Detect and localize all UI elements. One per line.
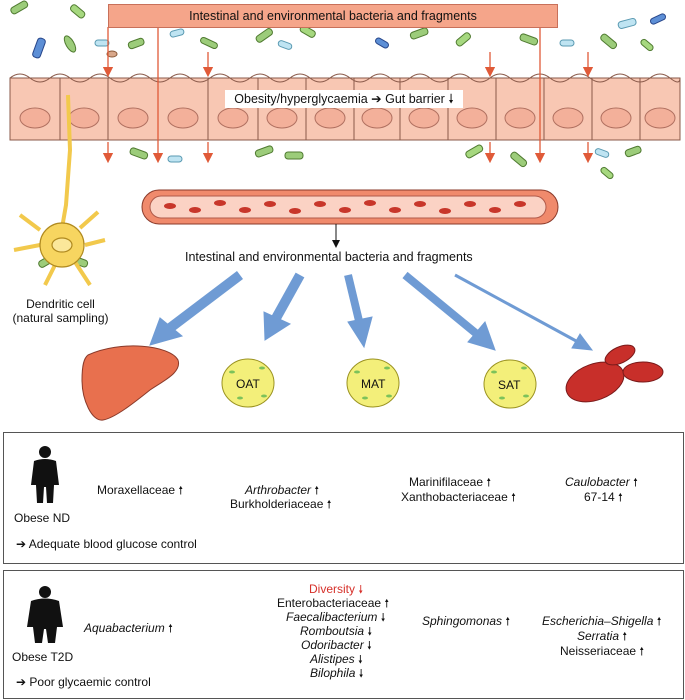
taxon-name: Romboutsia [300,624,365,638]
panel-obese-nd: Obese ND ➔ Adequate blood glucose contro… [3,432,684,564]
trend-arrow: 🠕 [384,598,390,610]
panel-obese-t2d: Obese T2D ➔ Poor glycaemic control Aquab… [3,570,684,699]
taxon-nd-1-1: Moraxellaceae 🠕 [97,483,183,498]
taxon-nd-2-2: Burkholderiaceae 🠕 [230,497,331,512]
taxon-name: Bilophila [310,666,356,680]
taxon-t2d-2-6: Bilophila 🠗 [310,666,363,681]
taxon-t2d-4-2: Serratia 🠕 [577,629,627,644]
trend-arrow: 🠕 [656,616,662,628]
taxon-t2d-1-1: Aquabacterium 🠕 [84,621,173,636]
bacteria-banner: Intestinal and environmental bacteria an… [108,4,558,28]
trend-arrow: 🠕 [314,485,320,497]
taxon-name: Marinifilaceae [409,475,484,489]
taxon-t2d-4-1: Escherichia–Shigella 🠕 [542,614,661,629]
trend-arrow: 🠗 [358,668,364,680]
taxon-name: Xanthobacteriaceae [401,490,508,504]
taxon-t2d-3-1: Sphingomonas 🠕 [422,614,510,629]
taxon-t2d-2-4: Odoribacter 🠗 [301,638,372,653]
trend-arrow: 🠕 [633,477,638,489]
trend-arrow: 🠗 [358,584,364,596]
taxon-name: 67-14 [584,490,615,504]
trend-arrow: 🠕 [178,485,184,497]
taxon-name: Burkholderiaceae [230,497,324,511]
taxon-t2d-2-2: Faecalibacterium 🠗 [286,610,385,625]
liver [81,345,180,421]
diversity-label: Diversity 🠗 [309,582,363,597]
trend-arrow: 🠕 [622,631,628,643]
taxon-name: Neisseriaceae [560,644,637,658]
taxon-name: Odoribacter [301,638,364,652]
taxon-nd-4-2: 67-14 🠕 [584,490,623,505]
trend-arrow: 🠗 [380,612,386,624]
trend-arrow: 🠗 [367,626,373,638]
trend-arrow: 🠕 [168,623,173,635]
taxon-t2d-2-3: Romboutsia 🠗 [300,624,372,639]
taxon-name: Enterobacteriaceae [277,596,382,610]
dendritic-label-2: (natural sampling) [12,311,109,325]
sat-label: SAT [498,378,521,392]
taxon-nd-3-2: Xanthobacteriaceae 🠕 [401,490,516,505]
taxon-nd-3-1: Marinifilaceae 🠕 [409,475,491,490]
taxon-t2d-4-3: Neisseriaceae 🠕 [560,644,644,659]
oat-label: OAT [236,377,260,391]
taxon-name: Caulobacter [565,475,630,489]
person-icon [31,446,59,503]
taxon-name: Moraxellaceae [97,483,176,497]
trend-arrow: 🠕 [326,499,332,511]
taxon-name: Faecalibacterium [286,610,378,624]
blood-bacteria-label: Intestinal and environmental bacteria an… [185,250,473,264]
taxon-name: Serratia [577,629,620,643]
group-label-nd: Obese ND [14,511,71,525]
red-blood-cells [565,344,664,403]
dendritic-cell [13,94,106,287]
taxon-nd-2-1: Arthrobacter 🠕 [245,483,319,498]
bacteria-top [10,0,667,59]
dendritic-label-1: Dendritic cell [26,297,95,311]
taxon-name: Escherichia–Shigella [542,614,654,628]
trend-arrow: 🠕 [618,492,623,504]
taxon-name: Aquabacterium [84,621,165,635]
gut-barrier-label: Obesity/hyperglycaemia ➔ Gut barrier 🠗 [225,90,463,108]
mat-label: MAT [361,377,386,391]
trend-arrow: 🠕 [486,477,492,489]
trend-arrow: 🠕 [639,646,645,658]
taxon-name: Arthrobacter [245,483,312,497]
taxon-t2d-2-5: Alistipes 🠗 [310,652,363,667]
gut-illustration [9,0,681,421]
person-icon [27,586,63,643]
trend-arrow: 🠕 [511,492,516,504]
taxon-name: Alistipes [310,652,355,666]
footer-t2d: ➔ Poor glycaemic control [16,675,151,689]
blood-vessel [141,189,559,225]
taxon-name: Diversity [309,582,356,596]
trend-arrow: 🠗 [367,640,372,652]
trend-arrow: 🠕 [505,616,511,628]
taxon-t2d-2-1: Enterobacteriaceae 🠕 [277,596,389,611]
taxon-name: Sphingomonas [422,614,503,628]
trend-arrow: 🠗 [358,654,363,666]
taxon-nd-4-1: Caulobacter 🠕 [565,475,638,490]
epithelium [9,73,681,141]
group-label-t2d: Obese T2D [12,650,74,664]
footer-nd: ➔ Adequate blood glucose control [16,537,197,551]
